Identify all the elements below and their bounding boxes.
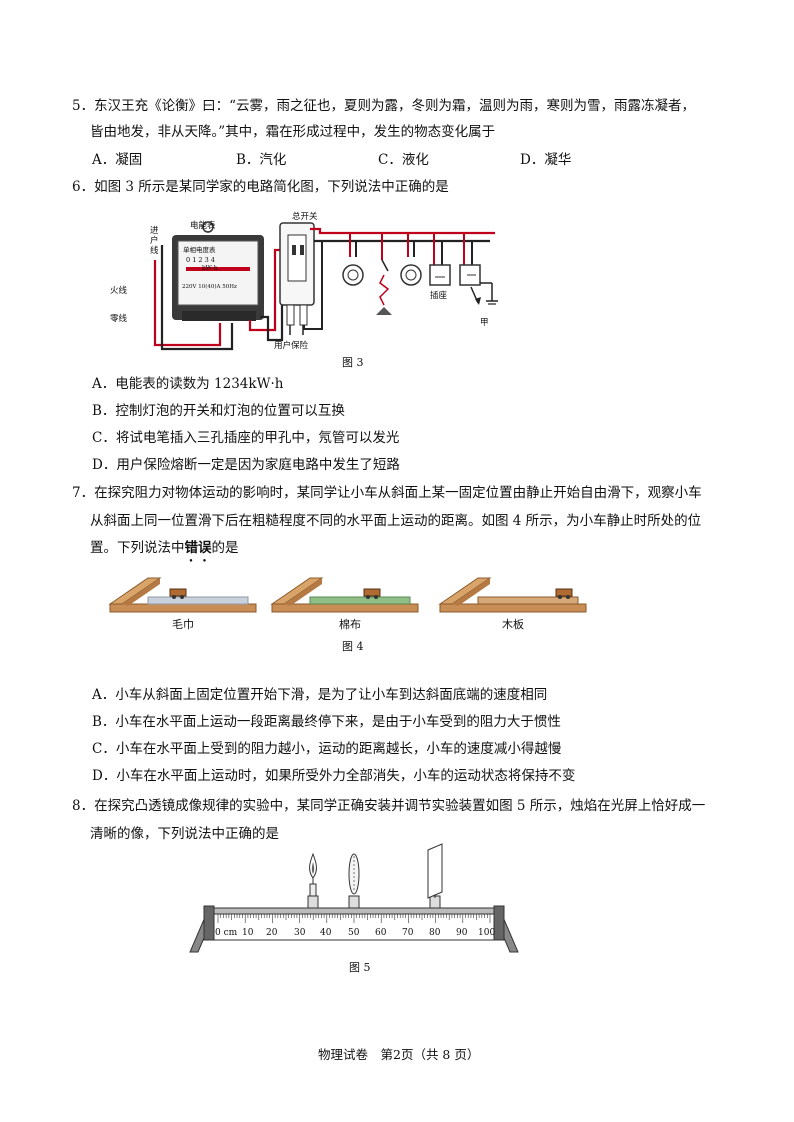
q6-option-a: A．电能表的读数为 1234kW·h bbox=[92, 376, 284, 392]
q7-option-c: C．小车在水平面上受到的阻力越小，运动的距离越长，小车的速度减小得越慢 bbox=[92, 741, 562, 757]
meter-label: 电能表 bbox=[190, 221, 216, 231]
figure-3-circuit-diagram bbox=[153, 221, 498, 351]
ruler-label-0: 0 cm bbox=[215, 928, 238, 938]
q8-line-1: 8．在探究凸透镜成像规律的实验中，某同学正确安装并调节实验装置如图 5 所示，烛… bbox=[72, 798, 706, 814]
meter-title: 单相电度表 bbox=[183, 246, 216, 254]
q7-line-3: 置。下列说法中错误的是 bbox=[90, 540, 239, 556]
q8-line-2: 清晰的像，下列说法中正确的是 bbox=[90, 826, 279, 842]
surface-label-cotton: 棉布 bbox=[339, 618, 361, 631]
socket-hole-label: 甲 bbox=[480, 318, 489, 328]
q7-option-d: D．小车在水平面上运动时，如果所受外力全部消失，小车的运动状态将保持不变 bbox=[92, 768, 576, 784]
ruler-label-40: 40 bbox=[320, 928, 332, 938]
figure-3-caption: 图 3 bbox=[342, 356, 364, 369]
q5-line-1: 5．东汉王充《论衡》曰：“云雾，雨之征也，夏则为露，冬则为霜，温则为雨，寒则为雪… bbox=[72, 98, 695, 114]
fuse-label: 用户保险 bbox=[274, 341, 309, 351]
figure-4-caption: 图 4 bbox=[342, 640, 364, 653]
ruler-label-100: 100 bbox=[478, 928, 496, 938]
incoming-label-3: 线 bbox=[150, 246, 159, 256]
neutral-wire-label: 零线 bbox=[110, 314, 128, 324]
q7-option-b: B．小车在水平面上运动一段距离最终停下来，是由于小车受到的阻力大于惯性 bbox=[92, 714, 561, 730]
ruler-label-50: 50 bbox=[348, 928, 360, 938]
q5-option-c: C．液化 bbox=[378, 152, 429, 168]
meter-unit: kW·h bbox=[202, 265, 218, 272]
meter-spec: 220V 10(40)A 50Hz bbox=[182, 284, 237, 290]
figure-5-optical-bench bbox=[189, 843, 519, 953]
socket-label: 插座 bbox=[430, 291, 448, 301]
q7-emphasis-wrong: 错误 bbox=[184, 540, 212, 556]
incoming-label-1: 进 bbox=[150, 226, 159, 236]
live-wire-label: 火线 bbox=[110, 286, 128, 296]
q5-option-b: B．汽化 bbox=[236, 152, 287, 168]
q5-line-2: 皆由地发，非从天降。”其中，霜在形成过程中，发生的物态变化属于 bbox=[90, 124, 496, 140]
ruler-ticks bbox=[217, 914, 491, 923]
q7-line-2: 从斜面上同一位置滑下后在粗糙程度不同的水平面上运动的距离。如图 4 所示，为小车… bbox=[90, 513, 702, 529]
q5-option-d: D．凝华 bbox=[520, 152, 572, 168]
ruler-label-70: 70 bbox=[402, 928, 414, 938]
surface-label-towel: 毛巾 bbox=[172, 618, 194, 631]
page-footer: 物理试卷 第2页（共 8 页） bbox=[318, 1047, 480, 1062]
ruler-label-10: 10 bbox=[242, 928, 254, 938]
q6-stem: 6．如图 3 所示是某同学家的电路简化图，下列说法中正确的是 bbox=[72, 179, 449, 195]
q5-option-a: A．凝固 bbox=[92, 152, 143, 168]
q6-option-c: C．将试电笔插入三孔插座的甲孔中，氖管可以发光 bbox=[92, 430, 400, 446]
ruler-label-80: 80 bbox=[429, 928, 441, 938]
figure-5-caption: 图 5 bbox=[349, 961, 371, 974]
meter-digits: 0 1 2 3 4 bbox=[186, 256, 215, 264]
ruler-label-90: 90 bbox=[456, 928, 468, 938]
ruler-label-20: 20 bbox=[266, 928, 278, 938]
q7-line-1: 7．在探究阻力对物体运动的影响时，某同学让小车从斜面上某一固定位置由静止开始自由… bbox=[72, 485, 702, 501]
ruler-label-30: 30 bbox=[294, 928, 306, 938]
surface-label-wood: 木板 bbox=[502, 618, 524, 631]
q6-option-d: D．用户保险熔断一定是因为家庭电路中发生了短路 bbox=[92, 457, 400, 473]
q7-option-a: A．小车从斜面上固定位置开始下滑，是为了让小车到达斜面底端的速度相同 bbox=[92, 687, 548, 703]
incoming-label-2: 户 bbox=[150, 236, 159, 246]
figure-4-ramp-cotton bbox=[270, 577, 419, 613]
figure-4-ramp-towel bbox=[108, 577, 257, 613]
figure-4-ramp-wood bbox=[438, 577, 587, 613]
q6-option-b: B．控制灯泡的开关和灯泡的位置可以互换 bbox=[92, 403, 345, 419]
ruler-label-60: 60 bbox=[375, 928, 387, 938]
main-switch-label: 总开关 bbox=[292, 212, 318, 222]
